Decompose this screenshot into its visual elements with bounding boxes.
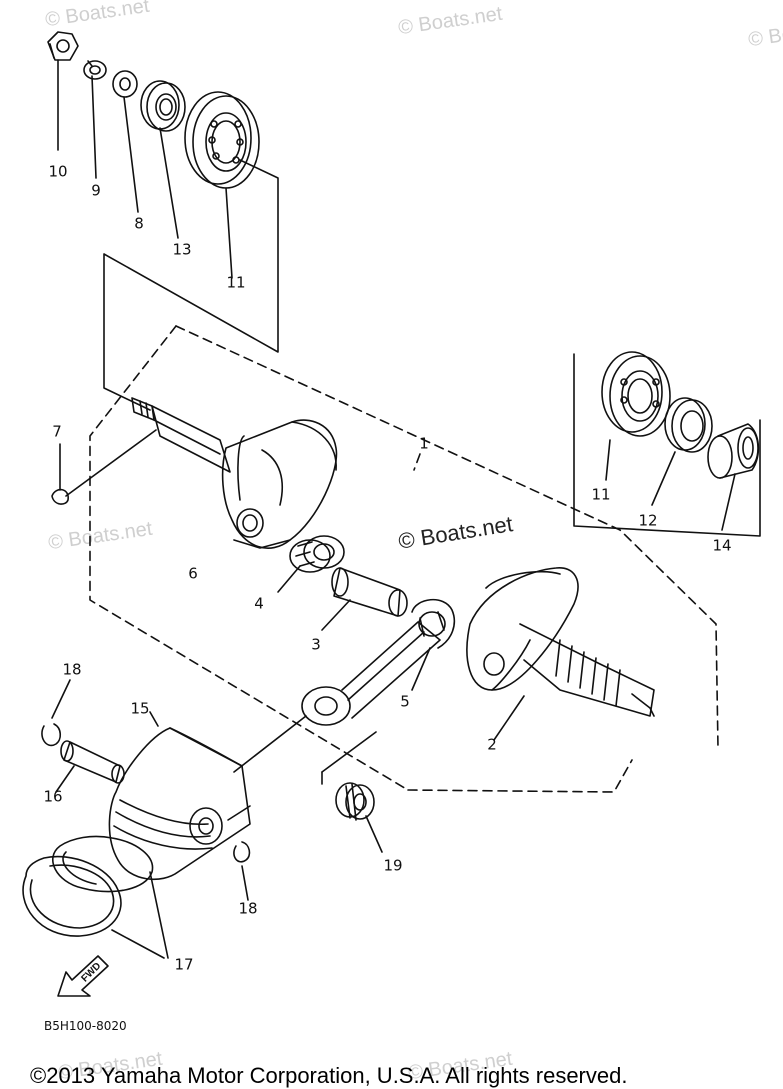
connecting-rod-5 <box>301 598 456 726</box>
nut-10 <box>47 31 79 61</box>
callout-8: 8 <box>134 214 144 233</box>
callout-18-top: 18 <box>62 660 82 679</box>
piston-pin-16 <box>55 740 125 793</box>
piston-rings-17 <box>22 835 169 959</box>
key-7 <box>51 429 157 505</box>
callout-11-right: 11 <box>591 485 611 504</box>
callout-15: 15 <box>130 699 150 718</box>
callout-17: 17 <box>174 955 194 974</box>
collar-14 <box>707 423 760 479</box>
callout-13: 13 <box>172 240 192 259</box>
oil-seal-13 <box>140 80 186 132</box>
callout-5: 5 <box>400 692 410 711</box>
callout-18-bottom: 18 <box>238 899 258 918</box>
callout-10: 10 <box>48 162 68 181</box>
callout-12: 12 <box>638 511 658 530</box>
piston-15 <box>108 711 251 880</box>
circlip-18-bottom <box>233 841 251 901</box>
crankshaft-assembly-outline <box>89 325 719 793</box>
callout-11-top: 11 <box>226 273 246 292</box>
crank-half-2 <box>466 567 655 741</box>
crank-half-6 <box>131 397 338 549</box>
callout-7: 7 <box>52 422 62 441</box>
callout-2: 2 <box>487 735 497 754</box>
callout-1: 1 <box>419 434 429 453</box>
circlip-18-top <box>41 679 71 747</box>
bearing-11-right <box>601 351 671 437</box>
copyright-notice: ©2013 Yamaha Motor Corporation, U.S.A. A… <box>30 1063 628 1088</box>
callout-16: 16 <box>43 787 63 806</box>
washer-8 <box>112 70 138 98</box>
callout-14: 14 <box>712 536 732 555</box>
callout-6: 6 <box>188 564 198 583</box>
callout-3: 3 <box>311 635 321 654</box>
oil-seal-12 <box>664 397 713 453</box>
callout-9: 9 <box>91 181 101 200</box>
callout-4: 4 <box>254 594 264 613</box>
fwd-arrow-icon <box>57 955 109 997</box>
crank-pin-3 <box>321 567 408 631</box>
drawing-code: B5H100-8020 <box>44 1019 127 1033</box>
callout-19: 19 <box>383 856 403 875</box>
needle-bearing-4 <box>277 535 345 593</box>
bearing-11-top <box>184 91 260 189</box>
spring-washer-9 <box>83 60 107 80</box>
needle-bearing-19 <box>335 782 383 853</box>
